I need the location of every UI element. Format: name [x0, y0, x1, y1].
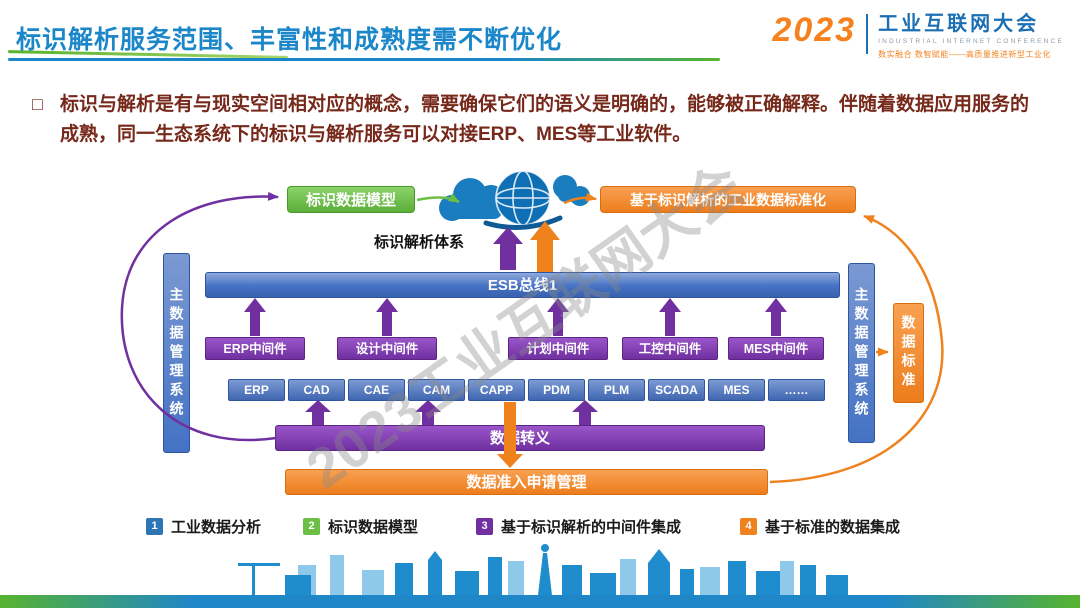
legend-item-industrial-analysis: 1 工业数据分析	[146, 516, 261, 537]
title-underline-blue	[8, 58, 720, 61]
legend-number: 2	[303, 518, 320, 535]
legend-item-middleware-integration: 3 基于标识解析的中间件集成	[476, 516, 681, 537]
legend-number: 4	[740, 518, 757, 535]
data-escape-bar: 数据转义	[275, 425, 765, 451]
mdm-right-bar: 主数据管理系统	[848, 263, 875, 443]
middleware-box-design: 设计中间件	[337, 337, 437, 360]
legend-label: 基于标准的数据集成	[765, 519, 901, 536]
system-box-pdm: PDM	[528, 379, 585, 401]
cloud-label: 标识解析体系	[374, 234, 465, 251]
cloud-globe-icon	[439, 170, 590, 230]
conference-logo: 2023 工业互联网大会 INDUSTRIAL INTERNET CONFERE…	[772, 12, 1064, 60]
bullet-paragraph: □ 标识与解析是有与现实空间相对应的概念，需要确保它们的语义是明确的，能够被正确…	[30, 90, 1042, 151]
logo-name: 工业互联网大会	[878, 13, 1040, 35]
system-box-mes: MES	[708, 379, 765, 401]
legend-item-id-data-model: 2 标识数据模型	[303, 516, 418, 537]
middleware-box-mes: MES中间件	[728, 337, 824, 360]
logo-tagline: 数实融合 数智赋能——高质量推进新型工业化	[878, 50, 1051, 59]
system-box-cam: CAM	[408, 379, 465, 401]
city-skyline-graphic	[238, 544, 848, 595]
logo-text-block: 工业互联网大会 INDUSTRIAL INTERNET CONFERENCE 数…	[878, 12, 1064, 60]
system-box-more: ……	[768, 379, 825, 401]
system-box-erp: ERP	[228, 379, 285, 401]
legend-label: 工业数据分析	[171, 519, 262, 536]
logo-year: 2023	[772, 11, 857, 49]
system-box-cae: CAE	[348, 379, 405, 401]
system-box-capp: CAPP	[468, 379, 525, 401]
legend-number: 1	[146, 518, 163, 535]
model-box: 标识数据模型	[287, 186, 415, 213]
system-box-plm: PLM	[588, 379, 645, 401]
data-admission-bar: 数据准入申请管理	[285, 469, 768, 495]
bullet-text: 标识与解析是有与现实空间相对应的概念，需要确保它们的语义是明确的，能够被正确解释…	[60, 94, 1030, 146]
esb-bus-bar: ESB总线1	[205, 272, 840, 298]
legend-label: 基于标识解析的中间件集成	[501, 519, 682, 536]
system-box-cad: CAD	[288, 379, 345, 401]
mdm-left-bar: 主数据管理系统	[163, 253, 190, 453]
standardization-box: 基于标识解析的工业数据标准化	[600, 186, 856, 213]
logo-divider	[866, 14, 869, 54]
legend-number: 3	[476, 518, 493, 535]
middleware-box-erp: ERP中间件	[205, 337, 305, 360]
logo-subtitle: INDUSTRIAL INTERNET CONFERENCE	[878, 38, 1064, 45]
middleware-box-control: 工控中间件	[622, 337, 718, 360]
middleware-box-planning: 计划中间件	[508, 337, 608, 360]
legend-item-standard-integration: 4 基于标准的数据集成	[740, 516, 900, 537]
page-title: 标识解析服务范围、丰富性和成熟度需不断优化	[16, 26, 563, 54]
bullet-marker-icon: □	[32, 94, 43, 114]
data-standard-bar: 数据标准	[893, 303, 924, 403]
footer-gradient-bar	[0, 595, 1080, 608]
legend-label: 标识数据模型	[328, 519, 419, 536]
system-box-scada: SCADA	[648, 379, 705, 401]
system-row: ERP CAD CAE CAM CAPP PDM PLM SCADA MES ……	[228, 379, 825, 401]
